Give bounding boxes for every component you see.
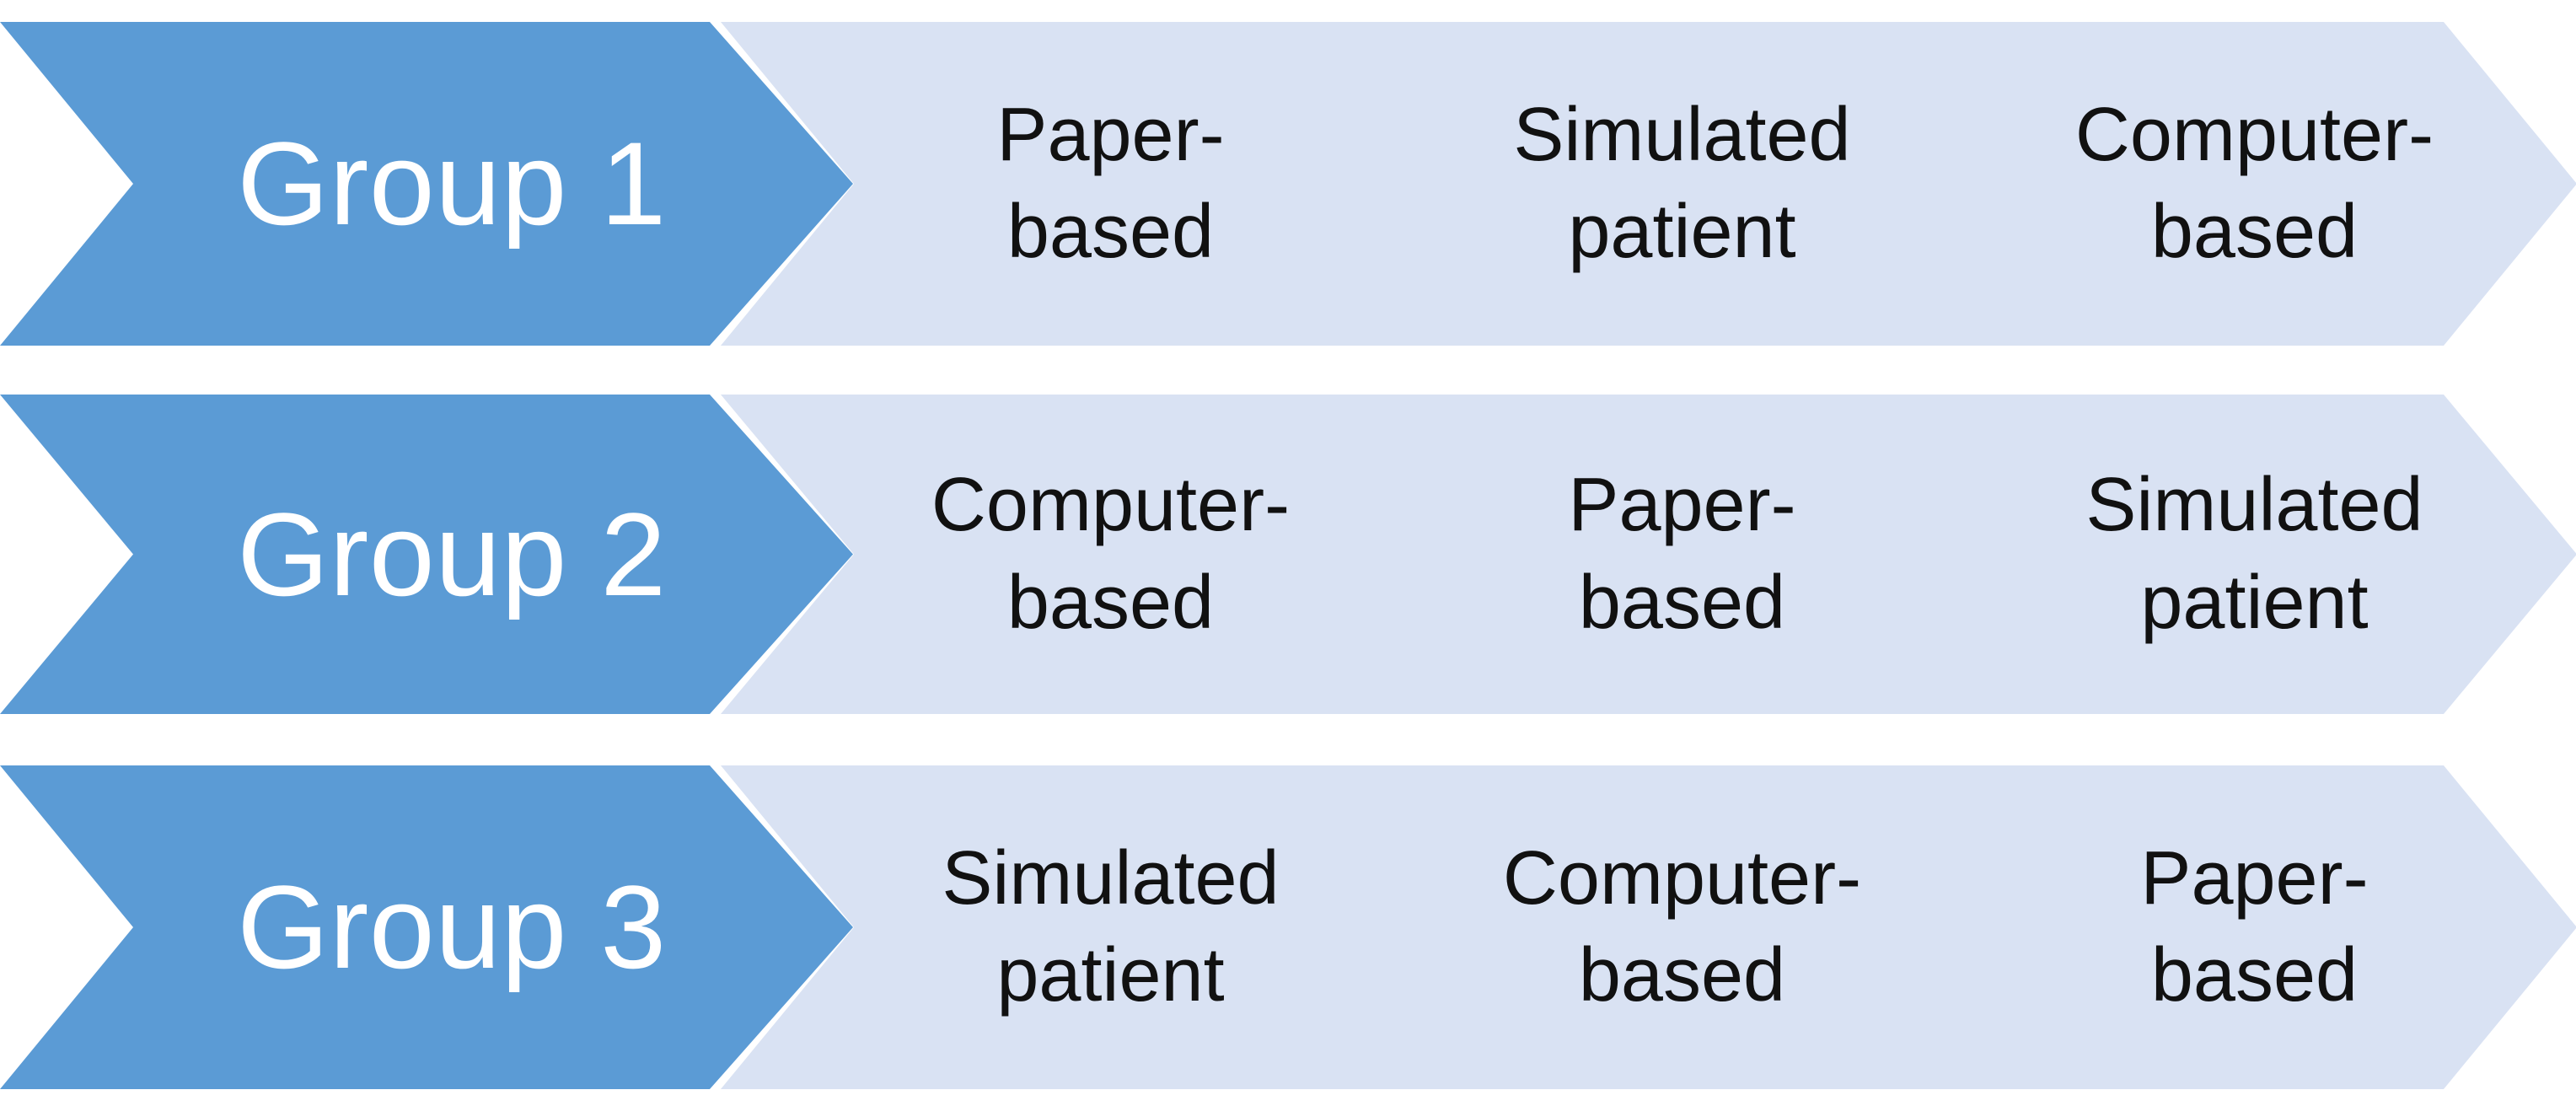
step-chevron-3-2-label: Computer- based (1502, 835, 1862, 1017)
step-chevron-3-1-label: Simulated patient (942, 835, 1280, 1017)
step-chevron-2-3-label: Simulated patient (2085, 463, 2423, 645)
group-chevron-1-label: Group 1 (237, 117, 667, 250)
step-chevron-2-1-label: Computer- based (931, 463, 1291, 645)
step-chevron-2-2-label: Paper- based (1568, 463, 1796, 645)
group-chevron-1[interactable]: Group 1 (0, 22, 853, 346)
group-chevron-3-label: Group 3 (237, 861, 667, 994)
step-chevron-1-2-label: Simulated patient (1513, 92, 1851, 274)
process-row-group-1: Group 1 Paper- based Simulated patient C… (0, 22, 2576, 346)
step-chevron-1-3[interactable]: Computer- based (1865, 22, 2576, 346)
group-chevron-2[interactable]: Group 2 (0, 395, 853, 714)
step-chevron-1-2[interactable]: Simulated patient (1292, 22, 2004, 346)
step-chevron-1-1-label: Paper- based (996, 92, 1225, 274)
process-row-group-3: Group 3 Simulated patient Computer- base… (0, 765, 2576, 1089)
group-chevron-3[interactable]: Group 3 (0, 765, 853, 1089)
group-chevron-2-label: Group 2 (237, 487, 667, 620)
step-chevron-3-3-label: Paper- based (2140, 835, 2369, 1017)
process-row-group-2: Group 2 Computer- based Paper- based Sim… (0, 395, 2576, 714)
step-chevron-3-2[interactable]: Computer- based (1292, 765, 2004, 1089)
step-chevron-1-3-label: Computer- based (2074, 92, 2434, 274)
